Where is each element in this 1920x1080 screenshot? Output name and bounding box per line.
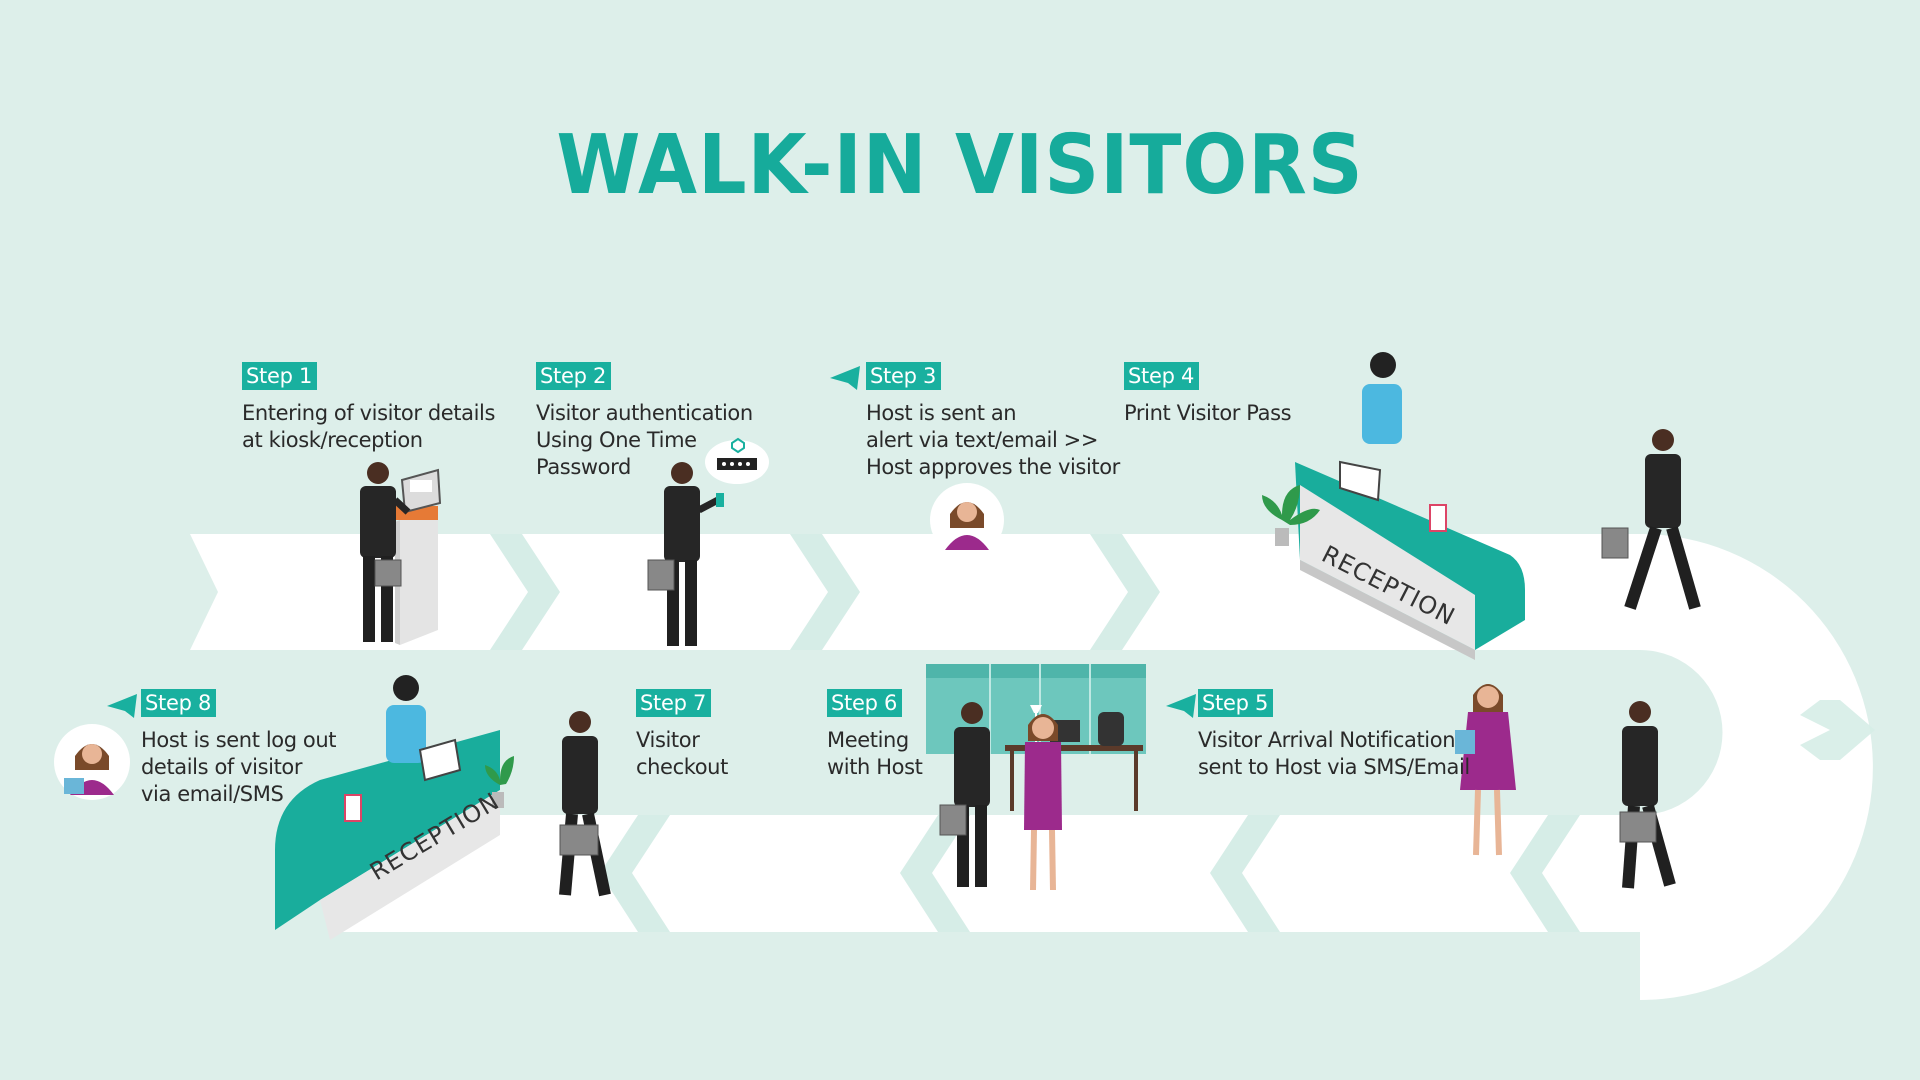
chevrons-top	[490, 534, 1160, 650]
step-2-badge: Step 2	[536, 362, 612, 390]
chevron-6	[900, 815, 970, 932]
meeting-icon	[926, 664, 1146, 891]
step-7-line-1: Visitor	[636, 728, 700, 752]
step-8: Step 8 Host is sent log out details of v…	[141, 689, 337, 808]
step-4-badge: Step 4	[1124, 362, 1200, 390]
step-6-badge: Step 6	[827, 689, 903, 717]
page-title: WALK-IN VISITORS	[556, 118, 1364, 213]
kiosk-icon	[395, 468, 442, 645]
step-7-description: Visitor checkout	[636, 727, 728, 781]
visitor-walking-step4	[1601, 429, 1701, 610]
step-6-description: Meeting with Host	[827, 727, 923, 781]
step-5-line-1: Visitor Arrival Notification	[1198, 728, 1456, 752]
step-6-line-2: with Host	[827, 755, 923, 779]
step-2-line-2: Using One Time	[536, 428, 697, 452]
reception-desk-icon	[1262, 352, 1525, 660]
plant-icon	[1262, 485, 1320, 546]
chevrons-bottom	[600, 700, 1875, 932]
chevron-8	[1800, 700, 1875, 760]
step-7-line-2: checkout	[636, 755, 728, 779]
step-4: Step 4 Print Visitor Pass	[1124, 362, 1292, 427]
step-8-line-3: via email/SMS	[141, 782, 284, 806]
meeting-visitor	[939, 702, 990, 887]
host-avatar-step3	[930, 483, 1004, 557]
meeting-host	[1024, 714, 1062, 891]
step-8-line-1: Host is sent log out	[141, 728, 337, 752]
step-3-line-1: Host is sent an	[866, 401, 1017, 425]
chevron-2	[790, 534, 860, 650]
step-2-description: Visitor authentication Using One Time Pa…	[536, 400, 753, 481]
step-1-description: Entering of visitor details at kiosk/rec…	[242, 400, 495, 454]
step-8-badge: Step 8	[141, 689, 217, 717]
step-6-line-1: Meeting	[827, 728, 909, 752]
send-arrow-icon-step8	[107, 694, 137, 718]
step-7: Step 7 Visitor checkout	[636, 689, 728, 781]
step-3: Step 3 Host is sent an alert via text/em…	[866, 362, 1120, 481]
step-1: Step 1 Entering of visitor details at ki…	[242, 362, 495, 454]
step-7-badge: Step 7	[636, 689, 712, 717]
step-8-line-2: details of visitor	[141, 755, 303, 779]
path-start-notch	[170, 534, 218, 650]
step-1-line-1: Entering of visitor details	[242, 401, 496, 425]
chevron-7	[600, 815, 670, 932]
host-figure-step5	[1455, 684, 1516, 856]
step-2-line-3: Password	[536, 455, 631, 479]
reception-desk-2	[275, 675, 514, 940]
visitor-figure-1	[360, 462, 411, 642]
step-5-badge: Step 5	[1198, 689, 1274, 717]
step-5-description: Visitor Arrival Notification sent to Hos…	[1198, 727, 1470, 781]
otp-bubble-icon	[705, 437, 769, 484]
step-5-line-2: sent to Host via SMS/Email	[1198, 755, 1470, 779]
step-6: Step 6 Meeting with Host	[827, 689, 923, 781]
step-3-line-2: alert via text/email >>	[866, 428, 1099, 452]
visitor-figure-step5	[1619, 701, 1676, 889]
send-arrow-icon-step3	[830, 366, 860, 390]
step-5: Step 5 Visitor Arrival Notification sent…	[1198, 689, 1470, 781]
host-avatar-step8	[54, 724, 130, 800]
step-1-badge: Step 1	[242, 362, 318, 390]
visitor-figure-2	[647, 462, 724, 646]
chevron-5	[1210, 815, 1280, 932]
chevron-1	[490, 534, 560, 650]
step-4-line-1: Print Visitor Pass	[1124, 401, 1292, 425]
step-4-description: Print Visitor Pass	[1124, 400, 1292, 427]
step-3-description: Host is sent an alert via text/email >> …	[866, 400, 1120, 481]
chevron-4	[1510, 815, 1580, 932]
send-arrow-icon-step5	[1166, 694, 1196, 718]
step-3-badge: Step 3	[866, 362, 942, 390]
step-2: Step 2 Visitor authentication Using One …	[536, 362, 753, 481]
step-1-line-2: at kiosk/reception	[242, 428, 423, 452]
step-2-line-1: Visitor authentication	[536, 401, 753, 425]
step-3-line-3: Host approves the visitor	[866, 455, 1120, 479]
walking-visitor-icon	[559, 711, 611, 897]
chevron-3	[1090, 534, 1160, 650]
step-8-description: Host is sent log out details of visitor …	[141, 727, 337, 808]
